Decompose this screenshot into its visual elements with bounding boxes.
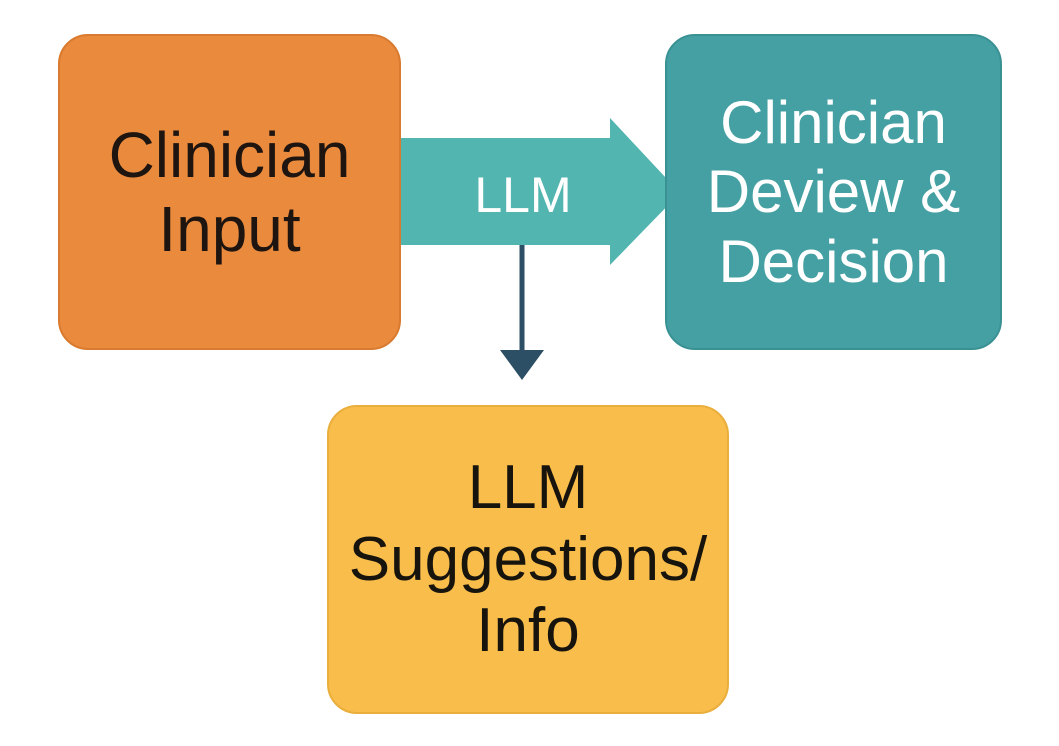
clinician-input-node: Clinician Input: [58, 34, 401, 350]
llm-suggestions-label: LLM Suggestions/ Info: [348, 452, 708, 666]
llm-suggestions-node: LLM Suggestions/ Info: [327, 405, 729, 714]
clinician-review-label: Clinician Deview & Decision: [706, 88, 961, 295]
llm-flow-arrow: [398, 118, 680, 265]
branch-arrow-head: [500, 350, 544, 380]
clinician-review-node: Clinician Deview & Decision: [665, 34, 1002, 350]
clinician-input-label: Clinician Input: [108, 118, 351, 265]
llm-arrow-label: LLM: [474, 167, 572, 223]
